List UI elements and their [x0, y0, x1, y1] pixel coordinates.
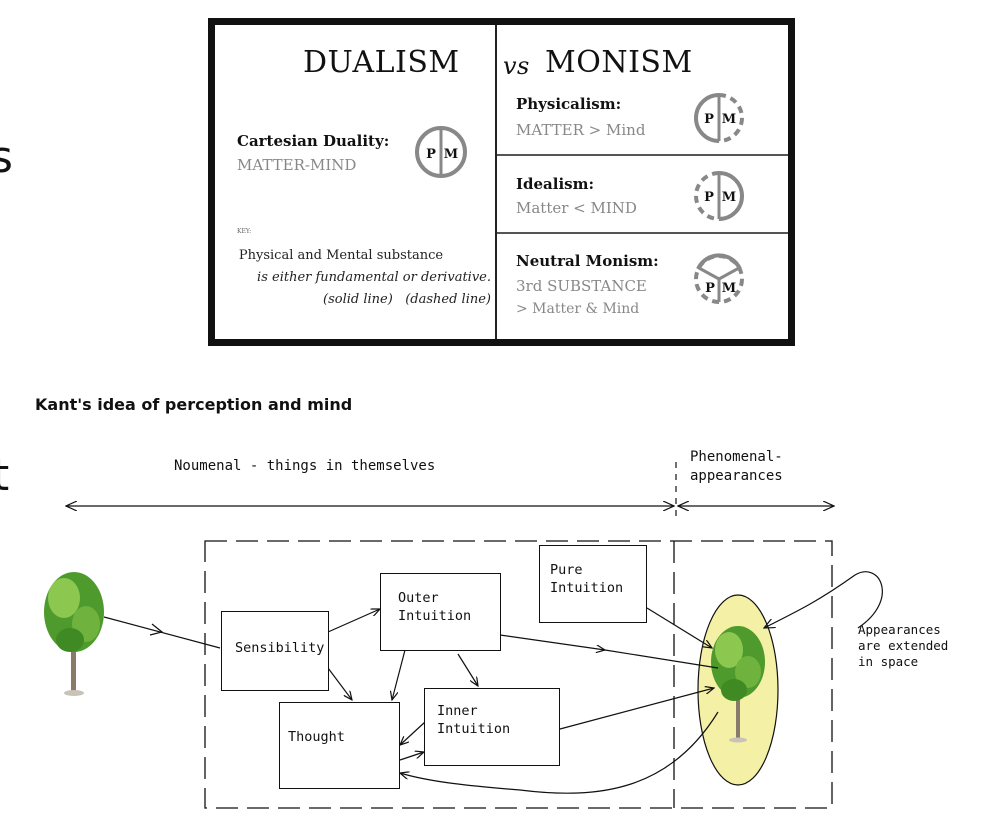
neutral-monism-label: Neutral Monism:	[516, 252, 659, 270]
neutral-monism-sub-1: 3rd SUBSTANCE	[516, 277, 647, 295]
icon-letter-m: M	[722, 112, 736, 127]
tree-appearance-icon	[711, 626, 765, 743]
arrow-inner-to-thought-1	[400, 721, 426, 745]
cartesian-pm-icon: P M	[415, 126, 467, 178]
neutral-monism-sub-2: > Matter & Mind	[516, 301, 640, 317]
column-divider	[495, 25, 497, 339]
icon-letter-m: M	[444, 147, 458, 162]
physicalism-label: Physicalism:	[516, 95, 622, 113]
title-dualism: DUALISM	[303, 45, 460, 80]
icon-letter-m: M	[722, 190, 736, 205]
noumenal-label: Noumenal - things in themselves	[174, 458, 436, 474]
tree-icon	[44, 572, 104, 696]
node-pure-intuition: Pure Intuition	[539, 545, 647, 623]
idealism-pm-icon: P M	[694, 171, 744, 221]
node-pure-label-1: Pure	[550, 562, 583, 578]
kant-diagram-title: Kant's idea of perception and mind	[35, 395, 353, 414]
node-sensibility-label: Sensibility	[235, 640, 325, 656]
node-outer-label-1: Outer	[398, 590, 439, 606]
node-inner-intuition: Inner Intuition	[424, 688, 560, 766]
callout-pointer	[764, 571, 883, 628]
key-line-1: Physical and Mental substance	[238, 248, 444, 263]
dualism-monism-card: DUALISM vs MONISM Cartesian Duality: MAT…	[208, 18, 795, 346]
key-label: KEY:	[237, 228, 252, 235]
callout-line-2: are extended	[858, 638, 949, 653]
arrow-pure-to-appearance	[646, 607, 712, 648]
idealism-label: Idealism:	[516, 175, 595, 193]
cartesian-duality-sub: MATTER-MIND	[237, 156, 357, 174]
callout-line-1: Appearances	[858, 622, 941, 637]
appearances-callout: Appearances are extended in space	[858, 622, 948, 670]
node-pure-label-2: Intuition	[550, 580, 624, 596]
node-sensibility: Sensibility	[221, 611, 329, 691]
key-line-2: is either fundamental or derivative.	[257, 270, 491, 285]
node-outer-label-2: Intuition	[398, 608, 472, 624]
cartesian-duality-label: Cartesian Duality:	[237, 132, 390, 150]
clipped-letter-t: t	[0, 450, 10, 501]
phenomenal-label-line-2: appearances	[690, 468, 783, 484]
icon-letter-p: P	[704, 190, 714, 205]
arrow-outer-to-inner	[457, 653, 478, 686]
node-inner-label-2: Intuition	[437, 721, 511, 737]
node-inner-label-1: Inner	[437, 703, 478, 719]
node-thought: Thought	[279, 702, 400, 789]
icon-letter-m: M	[722, 281, 736, 296]
arrow-sensibility-to-thought	[327, 667, 352, 700]
icon-letter-p: P	[426, 147, 436, 162]
arrow-thought-to-inner	[399, 752, 424, 761]
icon-letter-p: P	[705, 281, 715, 296]
physicalism-sub: MATTER > Mind	[516, 121, 646, 139]
arrow-outer-to-appearance	[499, 634, 605, 650]
mind-dashed-frame	[204, 540, 833, 809]
callout-line-3: in space	[858, 654, 919, 669]
neutral-monism-pm-icon: P M	[694, 253, 744, 304]
clipped-letter-s: s	[0, 132, 13, 183]
title-vs: vs	[503, 52, 530, 80]
phenomenal-label-line-1: Phenomenal-	[690, 449, 783, 465]
physicalism-pm-icon: P M	[694, 93, 744, 143]
icon-letter-p: P	[704, 112, 714, 127]
node-outer-intuition: Outer Intuition	[380, 573, 501, 651]
arrow-appearance-to-thought	[400, 711, 719, 794]
row-divider-2	[497, 232, 788, 234]
arrow-outer-to-appearance-cont	[604, 649, 719, 669]
idealism-sub: Matter < MIND	[516, 199, 637, 217]
arrow-tree-to-sensibility-head	[149, 623, 164, 636]
arrow-outer-to-thought	[392, 649, 406, 700]
title-monism: MONISM	[545, 45, 693, 80]
arrow-inner-to-appearance	[559, 688, 714, 730]
row-divider-1	[497, 154, 788, 156]
key-line-3: (solid line) (dashed line)	[323, 292, 491, 307]
arrow-sensibility-to-outer	[327, 609, 380, 633]
node-thought-label: Thought	[288, 729, 345, 745]
